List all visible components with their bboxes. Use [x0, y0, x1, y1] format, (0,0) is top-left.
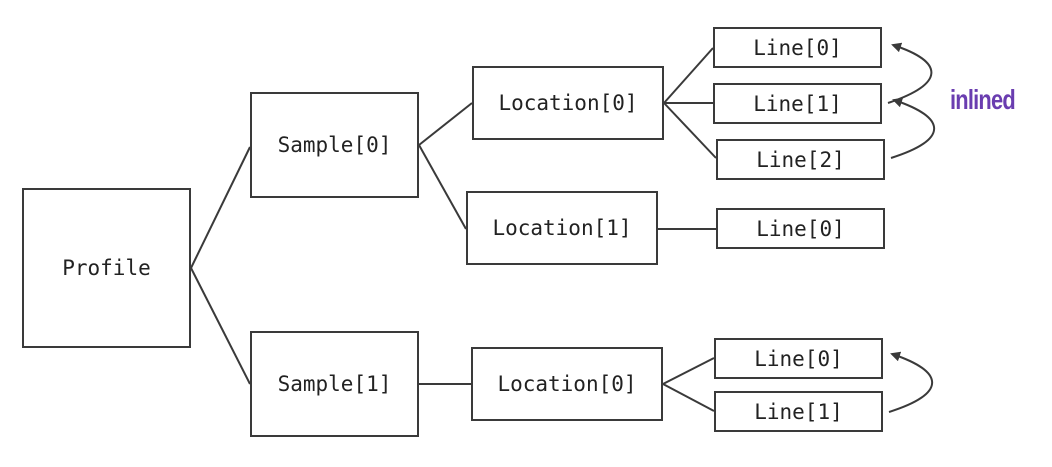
sample-1-node: Sample[1]	[250, 331, 419, 437]
s0-loc0-line-1-node: Line[1]	[713, 83, 882, 124]
inlined-annotation: inlined	[950, 84, 1016, 115]
profile-node: Profile	[22, 188, 191, 348]
edge-s1-location-0-line-1	[662, 383, 715, 412]
inlined-arrow-line-1-to-line-0	[887, 42, 933, 104]
s1-loc0-line-1-node: Line[1]	[714, 391, 883, 432]
edge-s1-location-0-line-0	[662, 357, 715, 385]
edge-profile-sample-0	[190, 146, 251, 269]
inlined-arrow-s1-line-1-to-line-0	[888, 351, 934, 413]
edge-location-0-line-0	[663, 47, 714, 104]
s0-loc1-line-0-node: Line[0]	[716, 208, 885, 249]
s1-loc0-line-0-node: Line[0]	[714, 338, 883, 379]
sample-0-location-0-node: Location[0]	[472, 66, 664, 140]
edge-profile-sample-1	[190, 267, 251, 385]
inlined-arrow-line-2-to-line-1	[890, 97, 936, 159]
edge-location-0-line-2	[663, 102, 717, 159]
s0-loc0-line-2-node: Line[2]	[716, 139, 885, 180]
sample-0-node: Sample[0]	[250, 92, 419, 198]
sample-1-location-0-node: Location[0]	[471, 347, 663, 421]
sample-0-location-1-node: Location[1]	[466, 191, 658, 265]
edge-sample-0-location-1	[418, 144, 467, 230]
edge-sample-0-location-0	[418, 102, 473, 146]
s0-loc0-line-0-node: Line[0]	[713, 27, 882, 68]
